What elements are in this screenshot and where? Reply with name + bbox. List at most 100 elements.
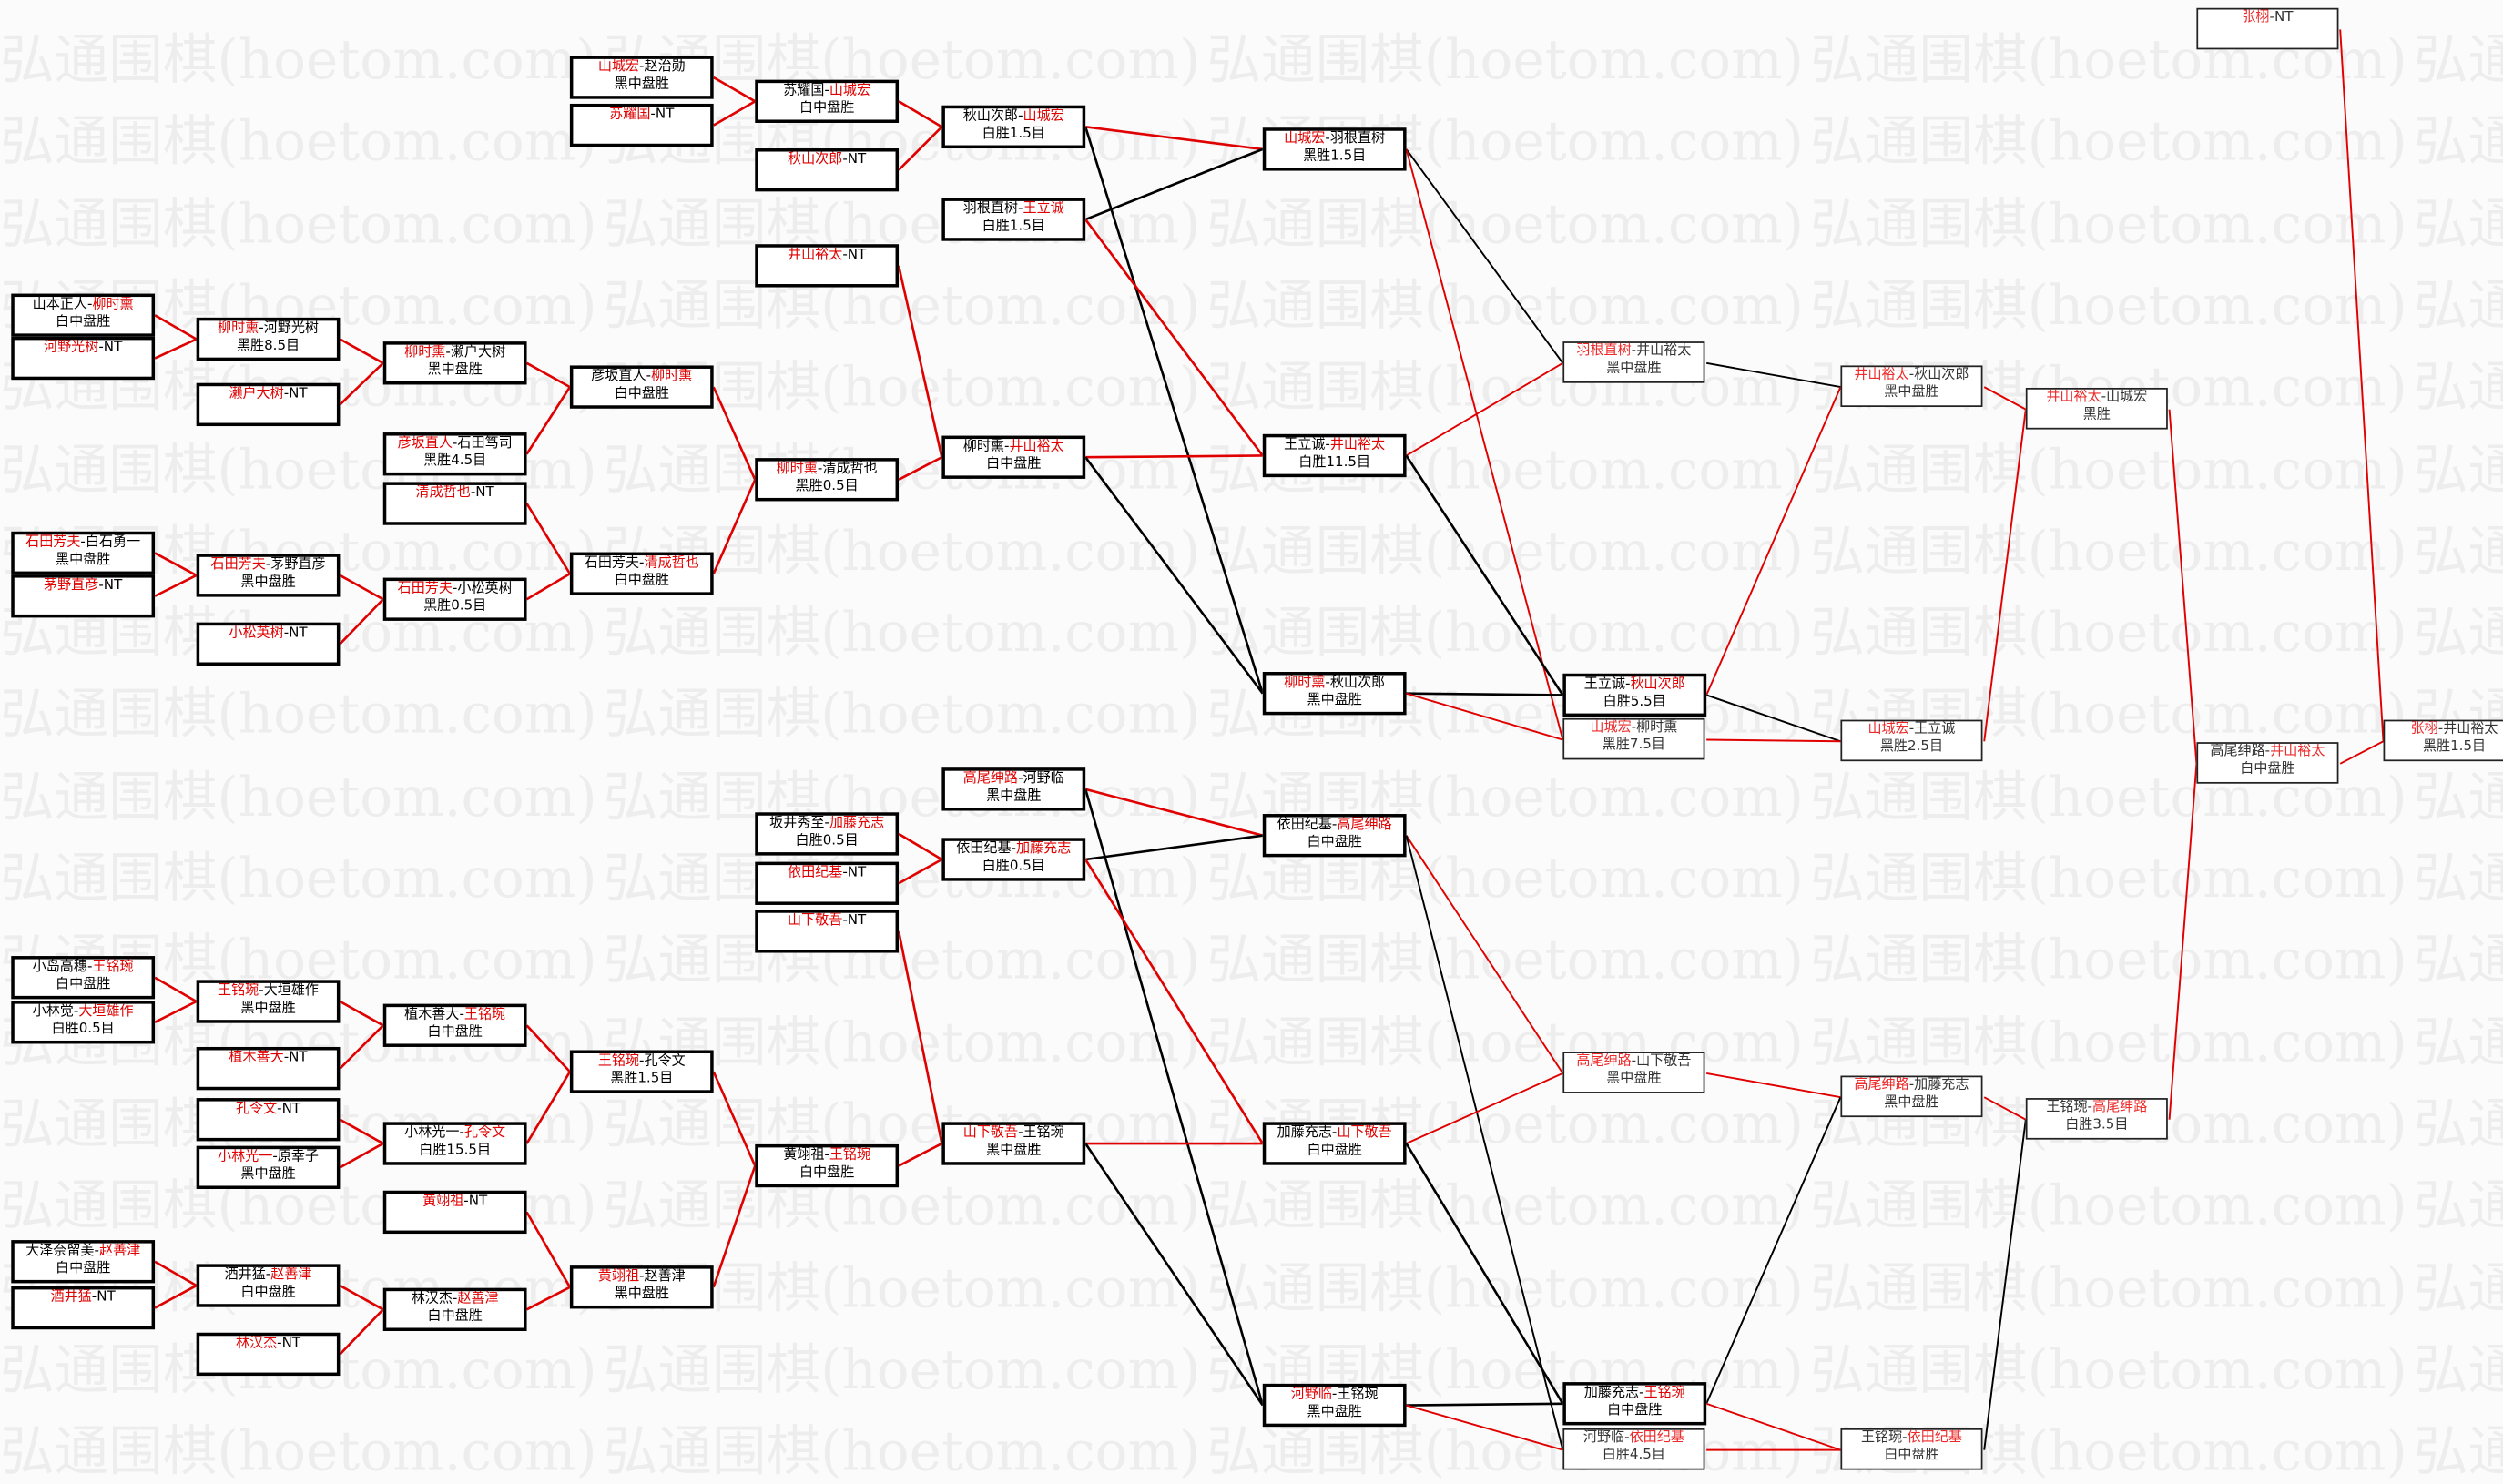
match-box: 加藤充志-山下敬吾白中盘胜 (1262, 1122, 1407, 1165)
match-result: 白中盘胜 (1307, 1143, 1362, 1159)
loser-name: 加藤充志 (1914, 1077, 1969, 1093)
winner-name: 井山裕太 (788, 247, 843, 264)
match-players: 茅野直彦-NT (15, 578, 152, 595)
winner-connector-line (525, 1286, 571, 1311)
separator: - (1018, 1124, 1023, 1142)
match-box: 坂井秀至-加藤充志白胜0.5目 (755, 812, 900, 856)
match-result: 黑中盘胜 (1307, 692, 1362, 709)
match-result: 黑中盘胜 (1307, 1404, 1362, 1421)
separator: - (842, 912, 848, 930)
match-box: 高尾绅路-山下敬吾黑中盘胜 (1562, 1052, 1705, 1093)
winner-connector-line (898, 100, 943, 128)
separator: - (1325, 675, 1330, 692)
separator: - (463, 1194, 469, 1210)
match-result: 黑中盘胜 (240, 574, 296, 591)
match-players: 井山裕太-秋山次郎 (1842, 367, 1981, 384)
winner-name: 山下敬吾 (788, 912, 843, 930)
loser-name: 王立诚 (1914, 721, 1956, 737)
separator: - (272, 1149, 278, 1165)
winner-name: 高尾绅路 (2092, 1099, 2148, 1116)
match-box: 柳时熏-濑户大树黑中盘胜 (382, 341, 527, 385)
winner-name: 柳时熏 (92, 297, 134, 313)
winner-name: 井山裕太 (1329, 437, 1386, 453)
loser-name: 羽根直树 (1329, 130, 1386, 147)
winner-name: 山城宏 (1867, 721, 1909, 737)
watermark-text: 弘通围棋(hoetom.com) (1810, 1338, 2407, 1403)
winner-connector-line (339, 1024, 384, 1070)
winner-connector-line (339, 1000, 384, 1027)
winner-name: 孔令文 (235, 1101, 278, 1118)
match-box: 茅野直彦-NT (11, 574, 156, 618)
match-players: 苏耀国-NT (573, 107, 710, 124)
winner-name: 柳时熏 (218, 320, 259, 337)
loser-name: 羽根直树 (962, 200, 1019, 218)
winner-connector-line (1084, 219, 1264, 457)
winner-name: 赵善津 (457, 1291, 499, 1307)
match-result: 黑胜1.5目 (610, 1071, 674, 1087)
loser-name: 石田笃司 (457, 435, 513, 452)
loser-name: 黄翊祖 (783, 1147, 825, 1164)
separator: - (98, 340, 104, 356)
match-result: 白胜1.5目 (982, 219, 1045, 235)
match-result: 白中盘胜 (56, 976, 111, 993)
winner-connector-line (898, 1142, 942, 1167)
winner-connector-line (2168, 763, 2198, 1120)
winner-name: 王铭琬 (218, 982, 259, 1000)
separator: - (452, 581, 458, 597)
winner-connector-line (1085, 454, 1263, 459)
winner-name: 孔令文 (463, 1124, 506, 1142)
watermark-text: 弘通围棋(hoetom.com) (2413, 765, 2503, 830)
winner-connector-line (525, 361, 571, 389)
match-result: 黑胜1.5目 (1303, 148, 1367, 165)
watermark-text: 弘通围棋(hoetom.com) (0, 28, 597, 93)
match-box: 王铭琬-高尾绅路白胜3.5目 (2025, 1098, 2168, 1140)
match-box: 黄翊祖-NT (382, 1190, 527, 1235)
match-result: 黑中盘胜 (1606, 1071, 1662, 1087)
loser-name: 依田纪基 (956, 840, 1012, 858)
separator: - (445, 344, 451, 361)
match-result: 黑中盘胜 (614, 1286, 669, 1303)
winner-name: 大垣雄作 (78, 1003, 134, 1021)
match-players: 小林光一-孔令文 (386, 1125, 524, 1143)
winner-connector-line (2339, 29, 2385, 742)
watermark-text: 弘通围棋(hoetom.com) (2413, 28, 2503, 93)
match-result: 白胜4.5目 (1602, 1447, 1665, 1464)
watermark-text: 弘通围棋(hoetom.com) (2413, 1011, 2503, 1075)
watermark-text: 弘通围棋(hoetom.com) (1206, 520, 1805, 584)
winner-connector-line (154, 338, 198, 360)
separator: - (639, 555, 645, 572)
winner-name: 柳时熏 (1284, 675, 1326, 692)
match-players: 山城宏-羽根直树 (1266, 131, 1403, 148)
match-box: 彦坂直人-柳时熏白中盘胜 (569, 365, 714, 409)
separator: - (824, 83, 829, 99)
winner-name: 高尾绅路 (1337, 817, 1392, 834)
match-box: 植木善大-NT (196, 1046, 341, 1091)
match-result: 黑胜7.5目 (1602, 737, 1665, 754)
match-result: 白中盘胜 (1884, 1447, 1939, 1464)
separator: - (1631, 1052, 1637, 1070)
winner-connector-line (1983, 1096, 2027, 1121)
match-players: 林汉杰-NT (199, 1336, 337, 1353)
loser-connector-line (1084, 788, 1265, 1406)
match-result: 白胜0.5目 (51, 1021, 115, 1038)
winner-connector-line (898, 126, 943, 171)
loser-name: NT (289, 386, 308, 402)
winner-name: 王铭琬 (829, 1147, 871, 1164)
winner-name: 赵善津 (98, 1243, 141, 1260)
match-players: 小林觉-大垣雄作 (15, 1004, 152, 1022)
winner-connector-line (1705, 1402, 1841, 1451)
match-box: 王铭琬-依田纪基白中盘胜 (1840, 1428, 1983, 1470)
match-players: 王立诚-井山裕太 (1266, 437, 1403, 454)
winner-name: 高尾绅路 (962, 770, 1019, 788)
match-players: 黄翊祖-王铭琬 (758, 1147, 896, 1164)
winner-name: 高尾绅路 (1854, 1077, 1909, 1093)
watermark-text: 弘通围棋(hoetom.com) (1206, 847, 1805, 911)
match-result: 黑胜0.5目 (423, 598, 487, 615)
loser-name: NT (97, 1289, 116, 1306)
match-box: 山下敬吾-NT (755, 910, 900, 953)
loser-name: 濑户大树 (450, 344, 506, 361)
match-players: 清成哲也-NT (386, 485, 524, 503)
separator: - (265, 1266, 271, 1284)
match-players: 高尾绅路-河野临 (945, 771, 1083, 788)
